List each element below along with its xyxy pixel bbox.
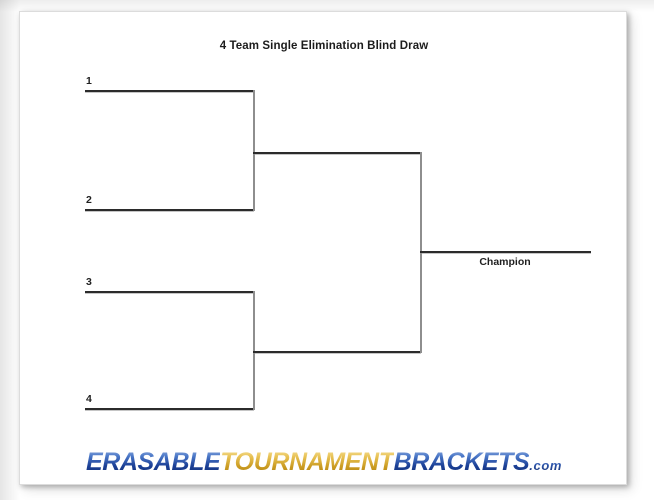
- bracket-connector-upper-r1: [253, 90, 255, 211]
- bracket-connector-lower-r1: [253, 291, 255, 410]
- site-logo[interactable]: ERASABLETOURNAMENTBRACKETS.com: [20, 448, 628, 477]
- bracket-slot-line-champion[interactable]: [420, 251, 591, 253]
- seed-label-2: 2: [86, 194, 92, 206]
- bracket-slot-line-2[interactable]: [85, 209, 254, 211]
- logo-word-erasable: ERASABLE: [85, 448, 221, 476]
- seed-label-3: 3: [86, 276, 92, 288]
- champion-label: Champion: [479, 256, 531, 268]
- logo-word-tournament: TOURNAMENT: [220, 448, 394, 476]
- bracket-slot-line-4[interactable]: [85, 408, 254, 410]
- seed-label-1: 1: [86, 75, 92, 87]
- bracket-slot-line-semifinal-upper[interactable]: [253, 152, 421, 154]
- bracket-slot-line-semifinal-lower[interactable]: [253, 351, 421, 353]
- logo-word-dotcom: .com: [529, 458, 563, 473]
- bracket-sheet: 4 Team Single Elimination Blind Draw 1 2…: [19, 11, 627, 485]
- page-title: 4 Team Single Elimination Blind Draw: [219, 40, 429, 52]
- bracket-slot-line-1[interactable]: [85, 90, 254, 92]
- page-edge-shadow-left: [0, 0, 20, 500]
- logo-word-brackets: BRACKETS: [393, 448, 530, 476]
- seed-label-4: 4: [86, 393, 92, 405]
- bracket-slot-line-3[interactable]: [85, 291, 254, 293]
- bracket-diagram: 1 2 3 4 Champion: [20, 12, 628, 486]
